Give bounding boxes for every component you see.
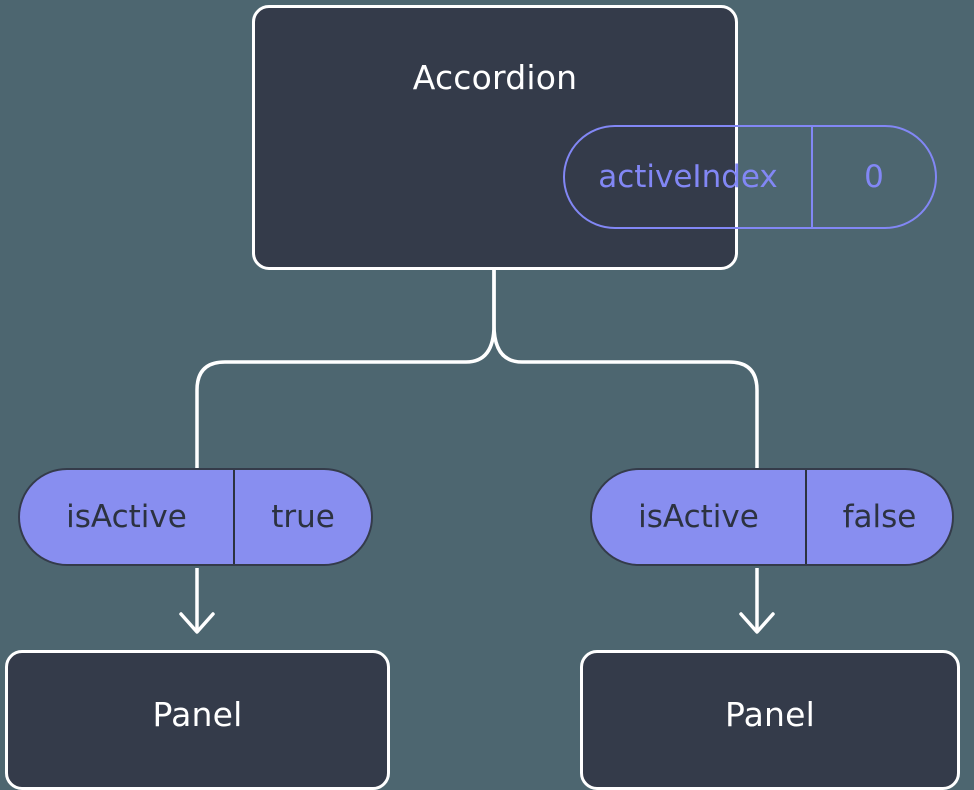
is-active-chip-left[interactable]: isActive true [18,468,373,566]
arrow-head-left [179,612,215,634]
accordion-node[interactable]: Accordion activeIndex 0 [252,5,937,270]
active-index-key: activeIndex [565,127,813,227]
connector-branch-split [195,266,496,472]
is-active-value-right: false [842,499,917,535]
arrow-head-right [739,612,775,634]
accordion-node-title: Accordion [412,58,578,97]
is-active-chip-right[interactable]: isActive false [590,468,954,566]
is-active-key-left: isActive [20,470,235,564]
panel-node-right[interactable]: Panel [580,650,960,790]
connector-branch-split-right [492,266,759,472]
diagram-canvas: Accordion activeIndex 0 isActive true is… [5,5,960,790]
is-active-value-left: true [271,499,335,535]
active-index-value: 0 [864,159,884,195]
active-index-state-chip[interactable]: activeIndex 0 [563,125,937,229]
is-active-key-right: isActive [592,470,807,564]
panel-node-right-title: Panel [724,695,816,734]
panel-node-left[interactable]: Panel [5,650,390,790]
panel-node-left-title: Panel [152,695,243,734]
